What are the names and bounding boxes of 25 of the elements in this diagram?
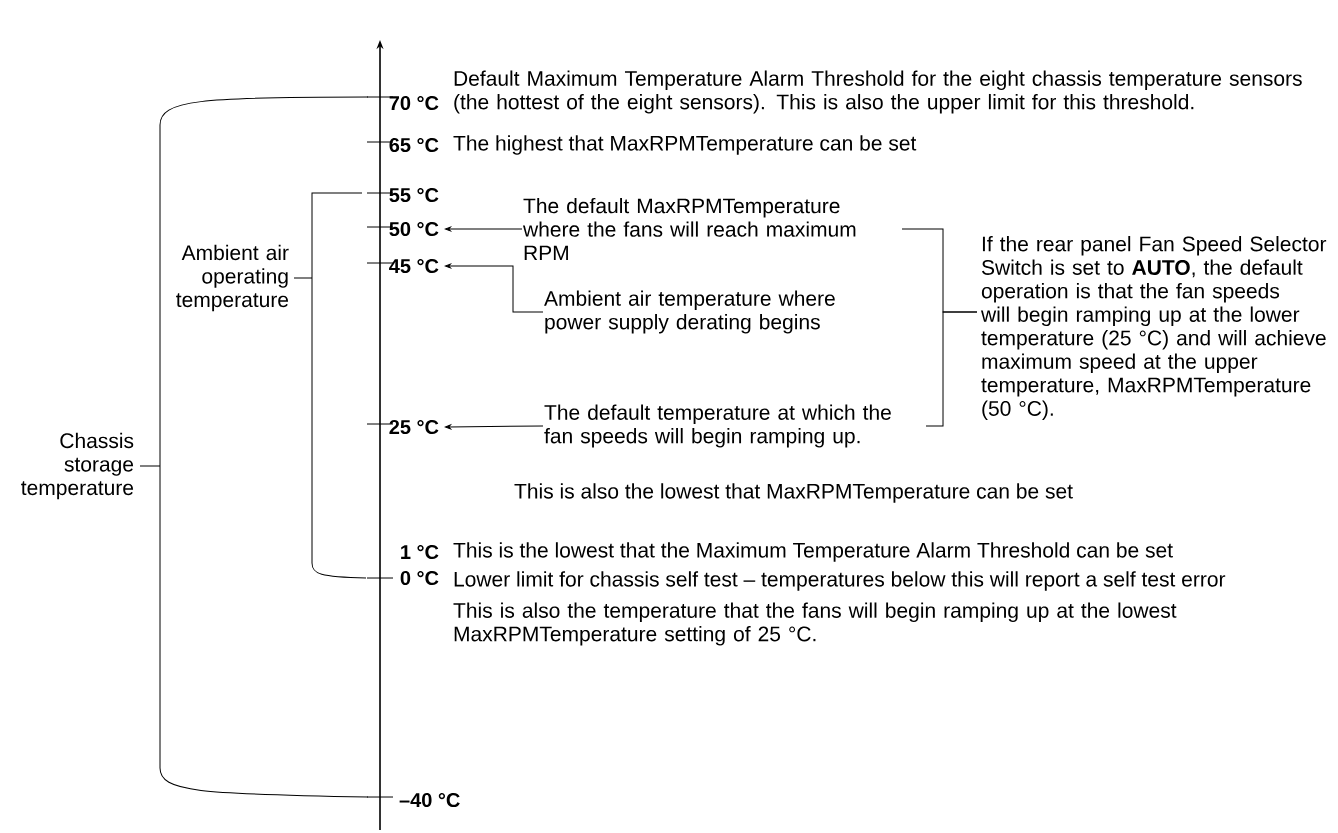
- description-text: Ambient air temperature where power supply derating begins: [544, 290, 835, 334]
- tick-label: 70 °C: [389, 95, 439, 111]
- description-text: Default Maximum Temperature Alarm Threshold for the eight chassis temperature sensors (the hottest of the eight sensors). This is also the upper limit for this threshold.: [454, 70, 1302, 114]
- arrow: [444, 424, 544, 430]
- description-text: This is the lowest that the Maximum Temperature Alarm Threshold can be set: [453, 542, 1173, 562]
- tick-label: 1 °C: [401, 544, 439, 560]
- tick-label: 25 °C: [389, 419, 439, 435]
- bracket-label: Ambient air operating temperature: [176, 244, 289, 312]
- tick-label: 50 °C: [389, 221, 439, 237]
- tick-label: 65 °C: [389, 137, 439, 153]
- description-text: This is also the temperature that the fans will begin ramping up at the lowest MaxRPMTemperature setting of 25 °C.: [453, 602, 1177, 646]
- description-text: If the rear panel Fan Speed Selector Switch is set to AUTO, the default operation is that the fan speeds will begin ramping up at the lower temperature (25 °C) and will achieve maximum speed at the upper temperature, MaxRPMTemperature (50 °C).: [981, 236, 1327, 421]
- tick-label: 55 °C: [389, 187, 439, 203]
- arrow: [444, 263, 544, 313]
- connector-line: [925, 311, 978, 427]
- description-text: This is also the lowest that MaxRPMTemperature can be set: [514, 483, 1073, 503]
- description-text: The default MaxRPMTemperature where the fans will reach maximum RPM: [523, 197, 856, 261]
- description-text: Lower limit for chassis self test – temperatures below this will report a self test error: [454, 571, 1226, 591]
- tick-label: 0 °C: [400, 570, 439, 586]
- description-text: The default temperature at which the fan speeds will begin ramping up.: [544, 404, 891, 448]
- tick-label: 45 °C: [389, 258, 439, 274]
- arrow: [444, 226, 523, 232]
- description-text: The highest that MaxRPMTemperature can be set: [453, 135, 917, 155]
- tick-label: –40 °C: [399, 792, 460, 808]
- bracket-label: Chassis storage temperature: [21, 432, 134, 500]
